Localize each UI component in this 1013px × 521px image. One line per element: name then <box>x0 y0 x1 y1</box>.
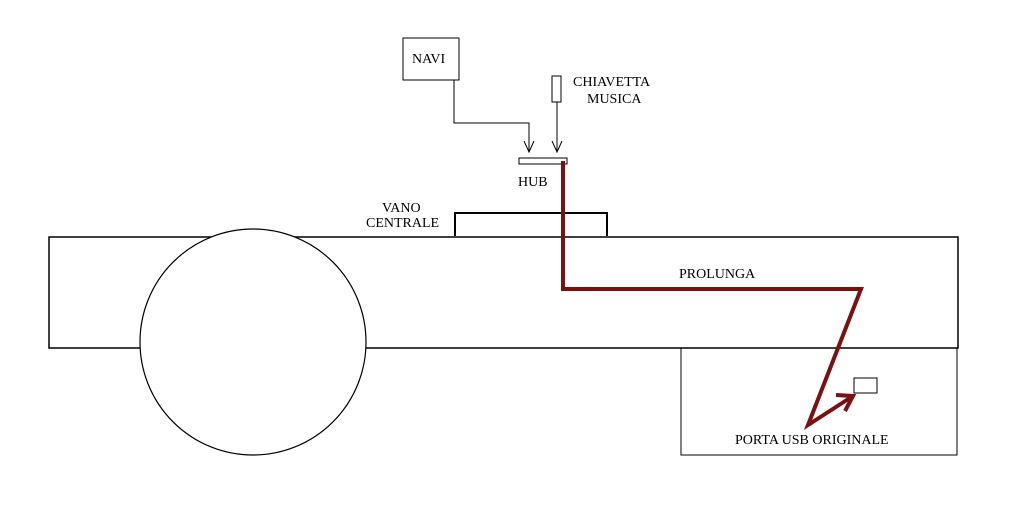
steering-wheel <box>139 228 367 456</box>
navi-label: NAVI <box>412 52 446 67</box>
usb-stick-arrowhead <box>551 140 563 154</box>
hub-label: HUB <box>518 175 548 190</box>
navi-box <box>402 37 460 81</box>
navi-cable <box>453 80 530 152</box>
usb-port-icon <box>853 377 878 394</box>
vano-label-line1: VANO <box>382 201 421 216</box>
usb-stick-icon <box>551 75 562 103</box>
porta-usb-label: PORTA USB ORIGINALE <box>735 433 889 448</box>
prolunga-cable <box>561 161 864 431</box>
dashboard-body-outline <box>48 236 959 349</box>
prolunga-label: PROLUNGA <box>679 267 756 282</box>
prolunga-arrowhead <box>835 393 857 412</box>
hub-box <box>518 157 568 165</box>
navi-arrowhead <box>523 140 535 154</box>
lower-compartment-outline <box>680 348 958 456</box>
vano-label-line2: CENTRALE <box>366 216 439 231</box>
chiavetta-label-line2: MUSICA <box>587 92 642 107</box>
chiavetta-label-line1: CHIAVETTA <box>573 75 651 90</box>
vano-centrale-outline <box>454 212 608 236</box>
